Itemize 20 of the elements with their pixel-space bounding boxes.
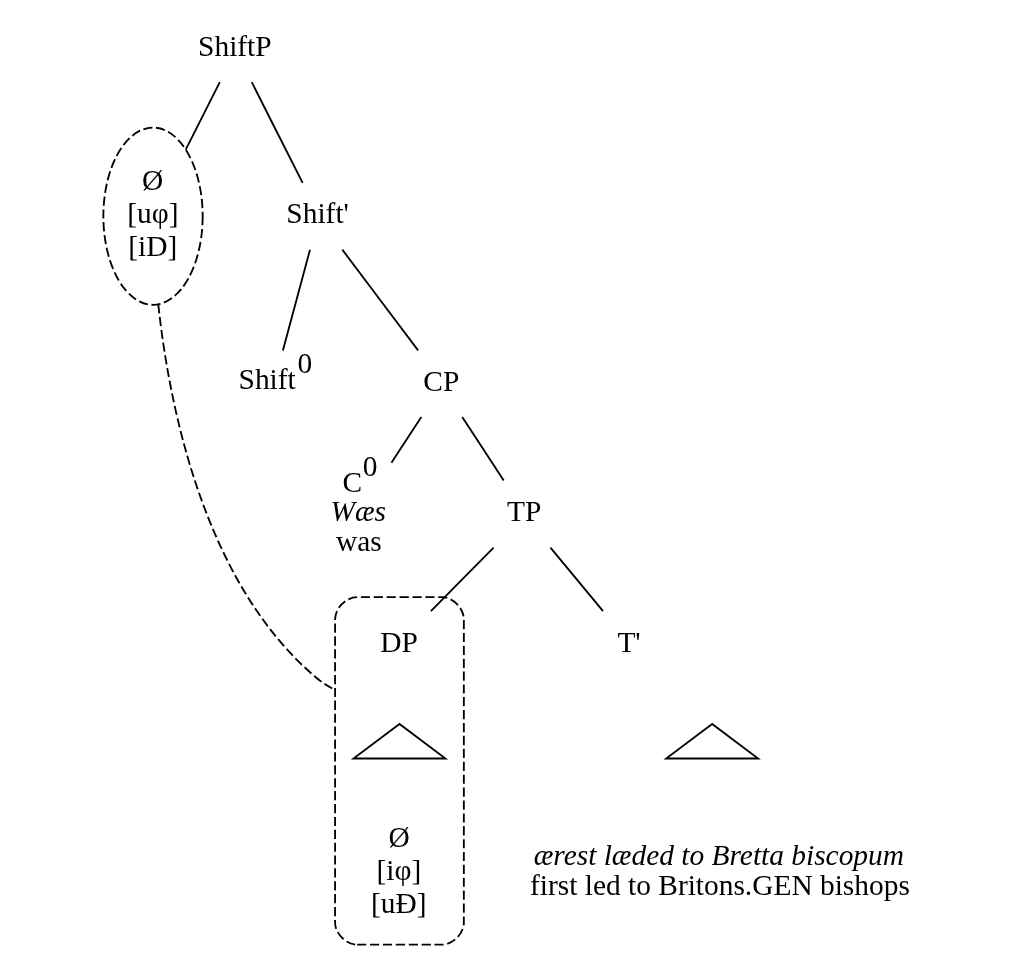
- node-text: Shift': [286, 197, 349, 230]
- node-triangle: [350, 722, 449, 760]
- connector: [390, 416, 423, 464]
- node-text: Ø [iφ] [uÐ]: [370, 820, 427, 920]
- node-text: DP: [380, 625, 418, 658]
- node-text: CP: [423, 364, 460, 397]
- node-text: ærest læded to Bretta biscopum first led to Britons.GEN bishops: [530, 839, 910, 901]
- connector: [461, 416, 505, 482]
- node-triangle: [663, 722, 761, 760]
- connector: [429, 546, 495, 613]
- connector: [549, 546, 604, 613]
- node-text: TP: [507, 495, 542, 528]
- node-ellipse: Ø [uφ] [iD]: [102, 126, 204, 306]
- connector: [184, 81, 221, 151]
- connector: [250, 81, 304, 184]
- node-text: ShiftP: [198, 29, 272, 62]
- connector: [281, 248, 311, 352]
- connector: [341, 248, 419, 352]
- node-text: T': [617, 625, 641, 658]
- cluster: [334, 596, 465, 946]
